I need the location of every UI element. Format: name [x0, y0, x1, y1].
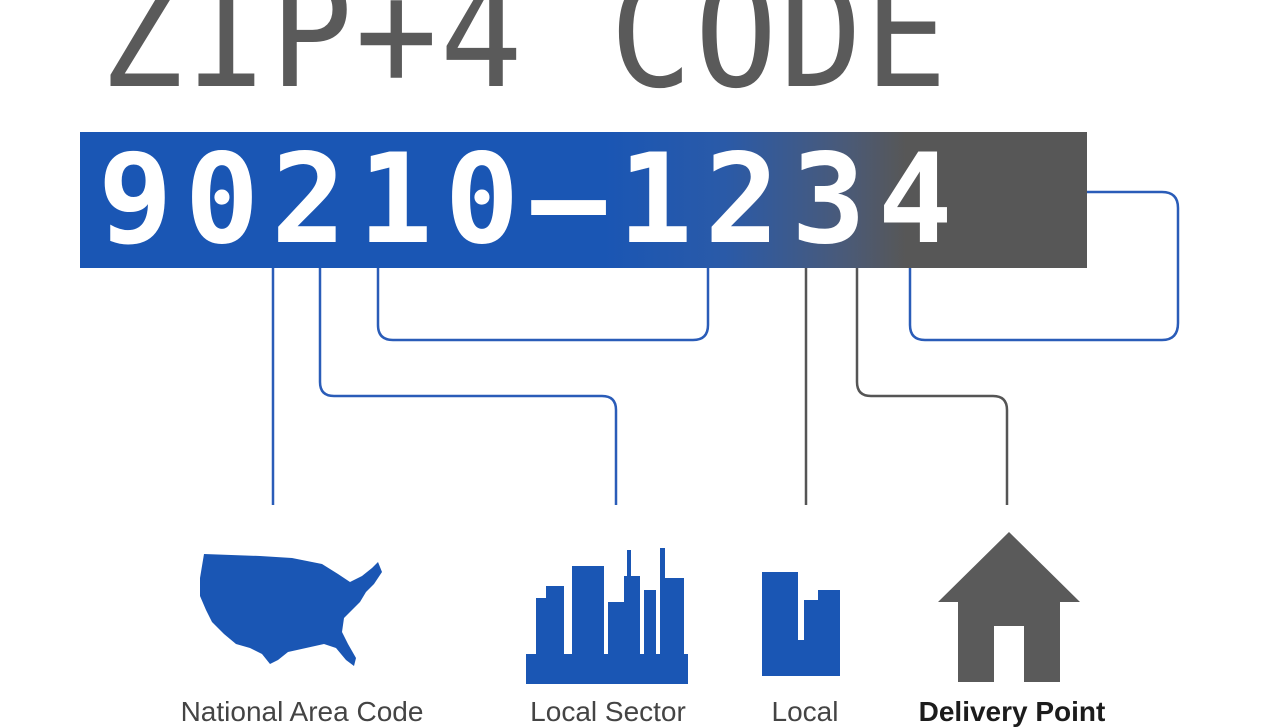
us-map-icon — [200, 554, 382, 666]
zip-code-digits: 90210—1234 — [98, 128, 965, 272]
label-local-sector: Local Sector — [530, 696, 686, 727]
line-local-sector — [318, 268, 618, 505]
label-local: Local — [771, 696, 839, 727]
bracket-digits-210 — [376, 268, 710, 342]
city-skyline-icon — [526, 548, 688, 684]
building-icon — [762, 572, 840, 676]
label-delivery-point: Delivery Point — [918, 696, 1106, 727]
label-national-area-code: National Area Code — [180, 696, 424, 727]
bracket-digits-34 — [908, 190, 1180, 342]
diagram-title: ZIP+4 CODE — [100, 0, 950, 122]
line-delivery-point — [855, 268, 1009, 505]
zip-code-bar: 90210—1234 — [80, 128, 1087, 272]
house-icon — [938, 532, 1080, 682]
